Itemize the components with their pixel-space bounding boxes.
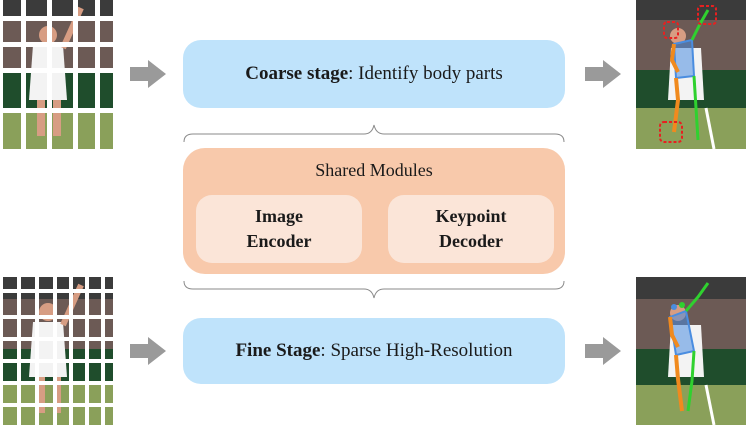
fine-pose-output-image	[636, 277, 746, 425]
image-encoder-line2: Encoder	[246, 231, 312, 251]
fine-input-image	[3, 277, 113, 425]
coarse-input-image	[3, 0, 113, 149]
coarse-stage-box: Coarse stage: Identify body parts	[183, 40, 565, 108]
right-arrow-icon	[585, 337, 621, 365]
coarse-pose-output-image	[636, 0, 746, 149]
right-arrow-icon	[130, 60, 166, 88]
curly-brace-icon	[183, 122, 565, 144]
right-arrow-icon	[130, 337, 166, 365]
keypoint-decoder-box: Keypoint Decoder	[388, 195, 554, 263]
fine-stage-label: Fine Stage: Sparse High-Resolution	[235, 340, 513, 361]
right-arrow-icon	[585, 60, 621, 88]
fine-stage-box: Fine Stage: Sparse High-Resolution	[183, 318, 565, 384]
keypoint-decoder-line1: Keypoint	[435, 206, 507, 226]
image-encoder-line1: Image	[255, 206, 303, 226]
image-encoder-box: Image Encoder	[196, 195, 362, 263]
curly-brace-icon	[183, 279, 565, 301]
shared-modules-title: Shared Modules	[315, 160, 433, 180]
keypoint-decoder-line2: Decoder	[439, 231, 503, 251]
coarse-stage-label: Coarse stage: Identify body parts	[245, 63, 503, 84]
